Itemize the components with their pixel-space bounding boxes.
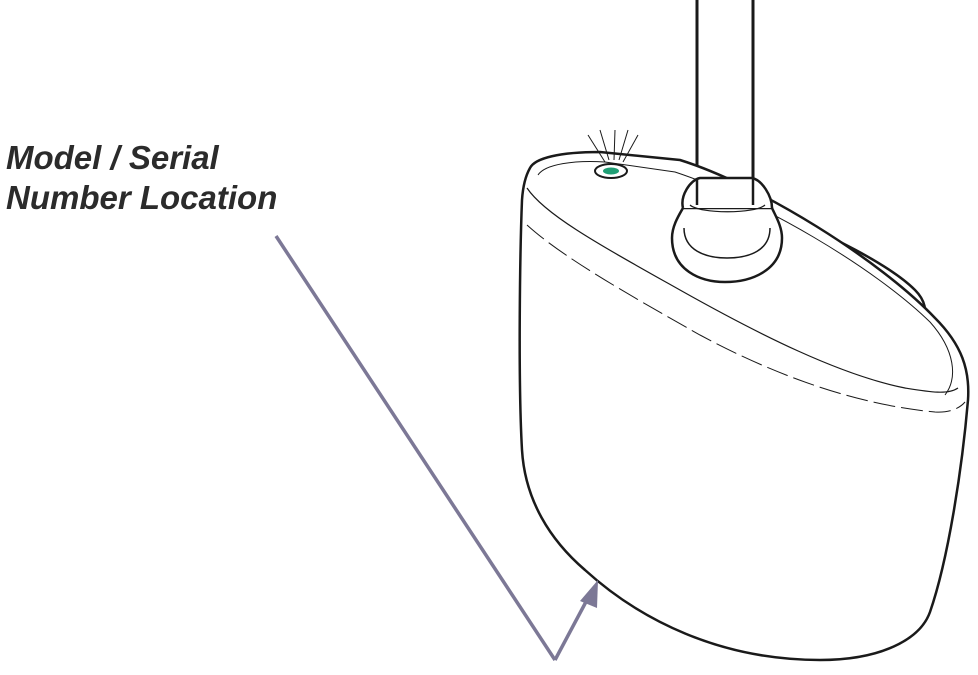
pole-collar: [670, 176, 784, 284]
seam-line: [526, 224, 966, 413]
device-base-icon: [518, 150, 970, 662]
mounting-pole: [695, 0, 755, 200]
top-surface-edge: [526, 187, 959, 393]
arrow-head-icon: [580, 580, 598, 608]
top-rim: [537, 161, 954, 396]
callout-line-2: Number Location: [6, 179, 278, 216]
callout-line-1: Model / Serial: [6, 139, 219, 176]
leader-line: [274, 235, 598, 661]
callout-label: Model / Serial Number Location: [6, 138, 277, 218]
status-light-icon: [587, 129, 639, 179]
